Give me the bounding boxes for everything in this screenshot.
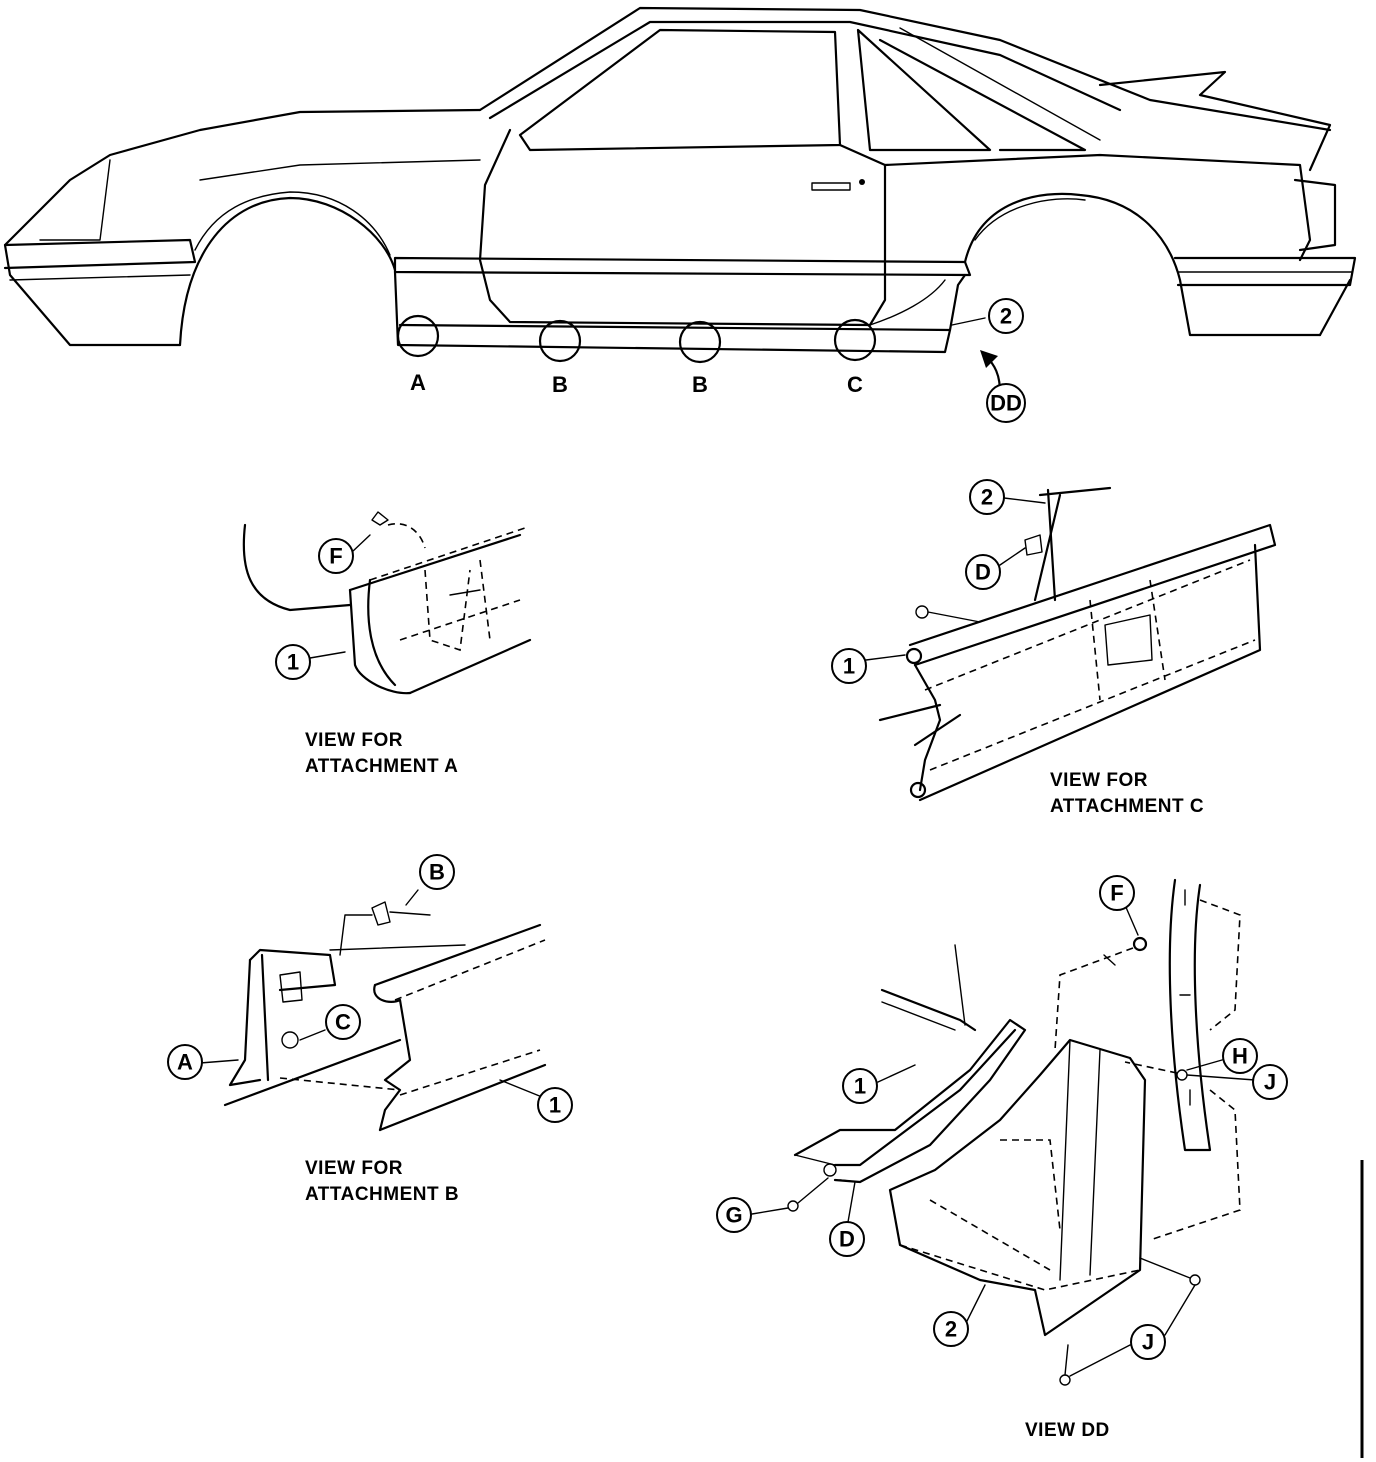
svg-text:B: B [692,372,708,397]
callout-c-view-b: C [325,1004,361,1040]
svg-text:D: D [839,1227,855,1252]
svg-text:A: A [410,370,426,395]
caption-c-line1: VIEW FOR [1050,770,1148,791]
caption-b-line1: VIEW FOR [305,1158,403,1179]
svg-text:2: 2 [981,485,993,510]
callout-b-view-b: B [419,854,455,890]
svg-text:A: A [177,1050,193,1075]
callout-2-view-c: 2 [969,479,1005,515]
callout-g-view-dd: G [716,1197,752,1233]
attachment-a-drawing [242,511,532,695]
svg-text:H: H [1232,1044,1248,1069]
car-side-view [3,6,1357,394]
svg-text:B: B [552,372,568,397]
callout-f-view-dd: F [1099,875,1135,911]
svg-text:2: 2 [1000,304,1012,329]
callout-f-view-a: F [318,538,354,574]
callout-d-view-dd: D [829,1221,865,1257]
callout-h-view-dd: H [1222,1038,1258,1074]
svg-text:1: 1 [854,1074,866,1099]
caption-attachment-a: VIEW FOR ATTACHMENT A [305,728,458,780]
svg-text:G: G [725,1203,742,1228]
caption-b-line2: ATTACHMENT B [305,1184,460,1205]
svg-text:C: C [847,372,863,397]
callout-1-view-c: 1 [831,648,867,684]
svg-text:1: 1 [287,650,299,675]
svg-text:B: B [429,860,445,885]
callout-d-view-c: D [965,554,1001,590]
svg-text:1: 1 [843,654,855,679]
point-label-a: A [410,370,426,395]
callout-2-main: 2 [988,298,1024,334]
svg-text:C: C [335,1010,351,1035]
caption-a-line2: ATTACHMENT A [305,756,459,777]
caption-attachment-b: VIEW FOR ATTACHMENT B [305,1156,459,1208]
caption-dd-line: VIEW DD [1025,1420,1110,1441]
svg-text:J: J [1142,1330,1154,1355]
callout-j-view-dd-lower: J [1130,1324,1166,1360]
svg-text:DD: DD [990,391,1022,416]
callout-1-view-b: 1 [537,1087,573,1123]
svg-text:2: 2 [945,1317,957,1342]
svg-text:F: F [1110,881,1123,906]
attachment-c-drawing [865,486,1277,802]
callout-1-view-a: 1 [275,644,311,680]
callout-1-view-dd: 1 [842,1068,878,1104]
svg-text:1: 1 [549,1093,561,1118]
callout-2-view-dd: 2 [933,1311,969,1347]
caption-a-line1: VIEW FOR [305,730,403,751]
point-label-b-1: B [552,372,568,397]
callout-dd-main: DD [986,383,1026,423]
caption-attachment-c: VIEW FOR ATTACHMENT C [1050,768,1204,820]
caption-view-dd: VIEW DD [1025,1418,1110,1444]
svg-text:F: F [329,544,342,569]
point-label-c: C [847,372,863,397]
callout-j-view-dd-upper: J [1252,1064,1288,1100]
svg-text:J: J [1264,1070,1276,1095]
caption-c-line2: ATTACHMENT C [1050,796,1205,817]
callout-a-view-b: A [167,1044,203,1080]
point-label-b-2: B [692,372,708,397]
attachment-b-drawing [199,889,547,1132]
view-dd-drawing [751,878,1256,1386]
svg-text:D: D [975,560,991,585]
